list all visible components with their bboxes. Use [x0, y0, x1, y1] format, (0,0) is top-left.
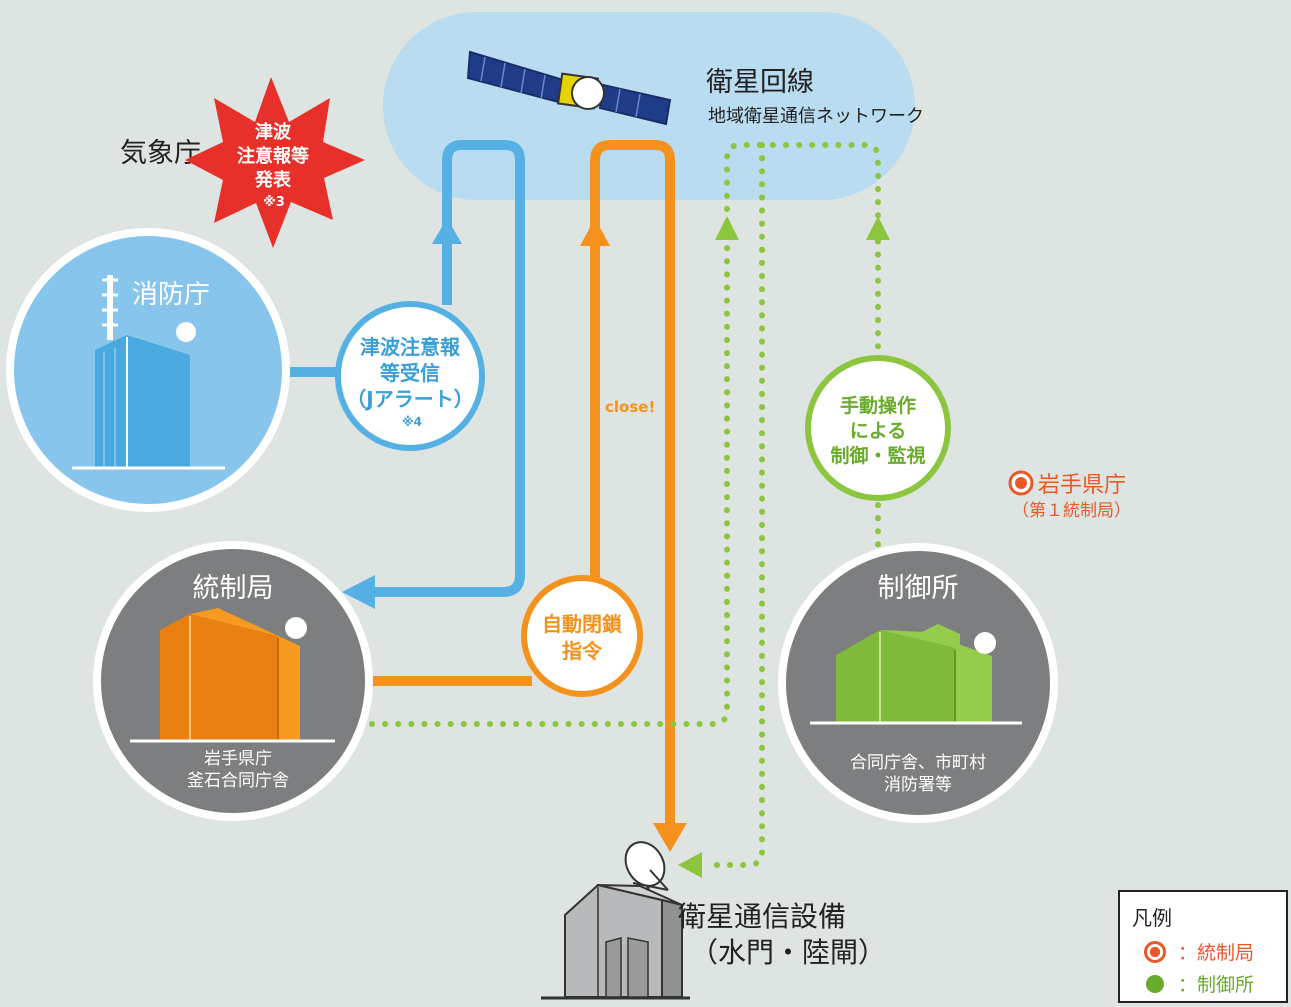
jalert-line-3: （Jアラート） — [346, 387, 473, 411]
orange-down-arrowhead — [653, 823, 687, 852]
manual-op-line-2: による — [850, 420, 906, 442]
control-office-caption-2: 消防署等 — [884, 775, 952, 795]
manual-op-line-1: 手動操作 — [840, 394, 916, 417]
control-office-label: 制御所 — [878, 573, 959, 604]
auto-close-line-1: 自動閉鎖 — [542, 612, 623, 636]
facility-building-icon — [541, 883, 690, 1000]
satellite-title: 衛星回線 — [706, 67, 814, 98]
green-up-arrowhead-1 — [715, 216, 739, 240]
legend-item-control-station: ：統制局 — [1144, 938, 1254, 965]
jma-label: 気象庁 — [120, 138, 201, 169]
orange-ring-icon — [1144, 940, 1166, 963]
control-office-building-icon — [810, 624, 1022, 725]
legend-item-label: ：制御所 — [1178, 974, 1255, 996]
legend-item-label: ：統制局 — [1178, 942, 1255, 964]
control-station-caption-1: 岩手県庁 — [204, 749, 272, 769]
facility-line-2: （水門・陸閘） — [690, 936, 886, 969]
control-office-caption-1: 合同庁舎、市町村 — [850, 753, 986, 773]
alert-line-3: 発表 — [254, 169, 292, 191]
alert-note: ※3 — [263, 195, 285, 210]
green-dot-icon — [1146, 974, 1164, 993]
green-up-arrowhead-2 — [866, 216, 890, 240]
blue-loop-line — [375, 140, 525, 597]
blue-left-arrowhead — [342, 575, 375, 609]
satellite-subtitle: 地域衛星通信ネットワーク — [708, 106, 924, 127]
control-station-label: 統制局 — [193, 573, 274, 604]
alert-line-1: 津波 — [255, 121, 292, 143]
control-station-building-icon — [130, 608, 335, 743]
fdma-label: 消防庁 — [132, 280, 210, 310]
jalert-line-1: 津波注意報 — [360, 335, 461, 359]
iwate-sub: （第１統制局） — [1012, 501, 1131, 521]
alert-line-2: 注意報等 — [237, 145, 309, 167]
facility-line-1: 衛星通信設備 — [678, 900, 846, 933]
auto-close-line-2: 指令 — [562, 639, 603, 663]
alert-star-badge — [185, 77, 365, 248]
legend-title: 凡例 — [1132, 906, 1172, 930]
iwate-label: 岩手県庁 — [1038, 473, 1126, 498]
green-dotted-facility — [705, 142, 765, 868]
orange-loop-line — [590, 140, 675, 825]
green-left-arrowhead — [678, 852, 702, 878]
manual-op-node — [805, 355, 951, 501]
blue-up-arrowhead — [432, 218, 462, 244]
iwate-marker-icon — [1008, 470, 1034, 496]
legend-item-control-office: ：制御所 — [1144, 970, 1254, 997]
fdma-building-icon — [72, 275, 225, 470]
jalert-node — [335, 301, 485, 451]
green-dotted-control-station — [369, 142, 881, 727]
control-station-caption-2: 釜石合同庁舎 — [187, 771, 289, 791]
jalert-note: ※4 — [402, 415, 422, 429]
jalert-line-2: 等受信 — [380, 361, 440, 385]
manual-op-line-3: 制御・監視 — [830, 444, 925, 467]
legend-box: 凡例 ：統制局 ：制御所 — [1118, 890, 1288, 1003]
orange-up-arrowhead — [580, 218, 610, 246]
auto-close-node — [521, 575, 643, 697]
close-label: close! — [605, 398, 655, 416]
satellite-icon — [466, 50, 672, 126]
